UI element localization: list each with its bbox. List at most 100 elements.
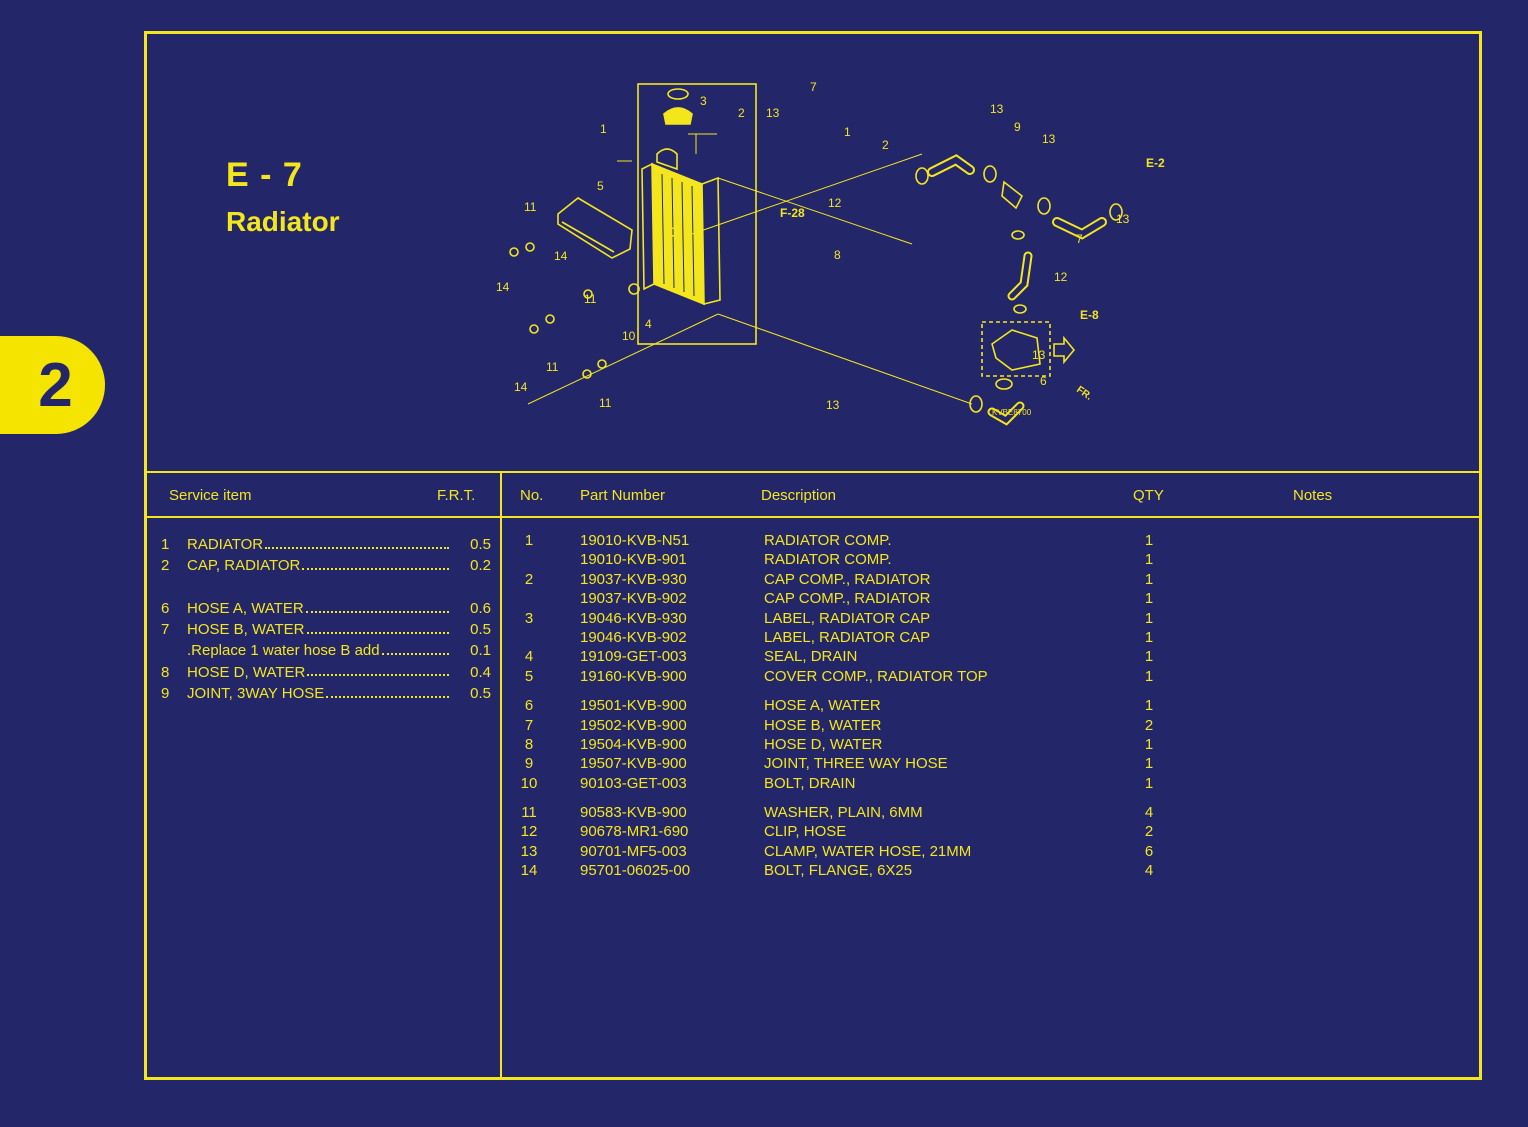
callout: 8 [834, 248, 841, 262]
part-row: 8 19504-KVB-900 HOSE D, WATER 1 [502, 735, 1462, 754]
service-item-label-wrap: RADIATOR [187, 534, 455, 555]
part-number: 90701-MF5-003 [580, 842, 687, 860]
part-number: 19504-KVB-900 [580, 735, 687, 753]
service-item-no: 1 [161, 536, 170, 553]
dot-leader [326, 686, 449, 698]
dot-leader [302, 558, 449, 570]
part-no: 1 [524, 532, 534, 549]
diagram-callouts: 1 2 3 4 5 6 7 7 8 9 10 11 11 11 11 12 12… [492, 74, 1192, 434]
callout: 6 [1040, 374, 1047, 388]
part-qty: 1 [1144, 628, 1154, 646]
part-no: 5 [524, 667, 534, 685]
dot-leader [307, 664, 449, 677]
part-number: 19010-KVB-901 [580, 551, 687, 569]
service-item-label: CAP, RADIATOR [187, 557, 301, 575]
part-description: SEAL, DRAIN [764, 648, 858, 666]
part-number: 95701-06025-00 [580, 862, 691, 880]
callout: 7 [810, 80, 817, 94]
part-description: JOINT, THREE WAY HOSE [764, 755, 948, 773]
service-item-label: .Replace 1 water hose B add [187, 642, 380, 660]
part-description: BOLT, FLANGE, 6X25 [764, 862, 913, 880]
ref-label: F-28 [780, 206, 805, 220]
arrow-e8-icon [1053, 335, 1076, 365]
service-item-label: HOSE A, WATER [187, 599, 304, 617]
callout: 3 [700, 94, 707, 108]
service-item-frt: 0.5 [470, 536, 491, 553]
dot-leader [381, 643, 449, 656]
service-item-label-wrap: .Replace 1 water hose B add [187, 640, 455, 661]
service-item-row: 6 HOSE A, WATER 0.6 [161, 598, 491, 619]
service-item-label: RADIATOR [187, 536, 264, 553]
radiator-bracket-outline [637, 83, 757, 345]
page-number: 2 [38, 350, 73, 420]
part-no: 2 [524, 570, 534, 588]
callout: 10 [622, 329, 636, 343]
part-description: HOSE A, WATER [764, 697, 881, 715]
part-no: 8 [524, 735, 534, 753]
part-description: HOSE D, WATER [764, 735, 883, 753]
callout: 13 [1116, 212, 1130, 226]
section-code: E - 7 [226, 156, 303, 194]
part-number: 19046-KVB-930 [580, 609, 687, 627]
part-number: 19046-KVB-902 [580, 628, 687, 646]
service-item-frt: 0.1 [470, 642, 491, 660]
part-no: 14 [520, 862, 538, 880]
part-qty: 1 [1144, 609, 1154, 627]
part-description: CAP COMP., RADIATOR [764, 590, 931, 608]
header-part-number: Part Number [580, 487, 666, 504]
section-name: Radiator [226, 206, 340, 237]
seal-part [667, 88, 689, 100]
header-notes: Notes [1293, 487, 1333, 504]
service-item-label-wrap: CAP, RADIATOR [187, 555, 455, 576]
part-qty: 1 [1144, 667, 1154, 685]
part-qty: 4 [1144, 862, 1154, 880]
part-qty: 1 [1144, 735, 1154, 753]
callout: 11 [584, 292, 597, 306]
header-service-item: Service item [169, 487, 252, 504]
callout: 14 [496, 280, 510, 294]
service-item-frt: 0.6 [470, 599, 491, 617]
part-description: CAP COMP., RADIATOR [764, 570, 931, 588]
top-cover-part [557, 197, 633, 259]
part-qty: 2 [1144, 716, 1154, 734]
page-number-tab: 2 [0, 336, 105, 434]
column-divider [500, 471, 502, 1077]
service-item-label-wrap: HOSE B, WATER [187, 619, 455, 640]
exploded-diagram: 1 2 [509, 83, 1123, 426]
part-no: 4 [524, 648, 534, 666]
cap-part [663, 107, 693, 125]
service-item-label-wrap: HOSE A, WATER [187, 598, 455, 619]
housing-dashed-box [981, 321, 1051, 377]
part-qty: 1 [1144, 590, 1154, 608]
diagram-code: KVBE8700 [992, 408, 1032, 417]
front-label: FR. [1074, 384, 1094, 403]
part-qty: 4 [1144, 804, 1154, 822]
service-item-no: 6 [161, 599, 170, 617]
part-number: 19109-GET-003 [580, 648, 687, 666]
part-number: 19037-KVB-902 [580, 590, 687, 608]
part-no: 12 [520, 823, 538, 841]
callout: 9 [1014, 120, 1021, 134]
callout: 13 [1032, 348, 1046, 362]
part-number: 19507-KVB-900 [580, 755, 687, 773]
callout: 13 [1042, 132, 1056, 146]
dot-leader [306, 622, 449, 634]
part-description: WASHER, PLAIN, 6MM [764, 804, 923, 822]
service-item-no: 7 [161, 621, 170, 639]
part-description: BOLT, DRAIN [764, 774, 856, 792]
service-item-row: .Replace 1 water hose B add 0.1 [161, 640, 491, 661]
part-number: 19037-KVB-930 [580, 570, 687, 588]
part-number: 19160-KVB-900 [580, 667, 687, 685]
